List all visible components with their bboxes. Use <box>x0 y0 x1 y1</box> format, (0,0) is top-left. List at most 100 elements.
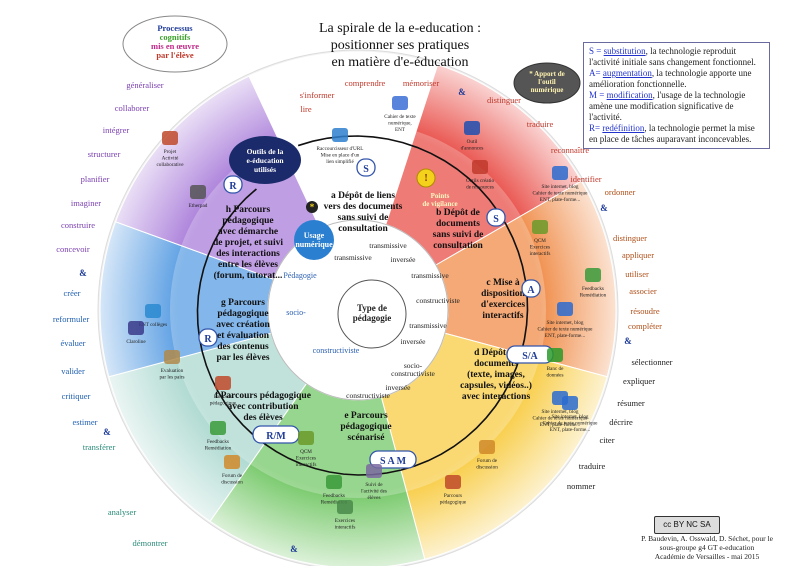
cognitive-verb: collaborer <box>115 103 150 113</box>
tool-caption: Forum de <box>222 473 243 479</box>
pedagogy-type-label: pédagogie <box>353 313 392 323</box>
tool-caption: Mise en place d'un <box>321 153 360 159</box>
ampersand: & <box>290 544 298 554</box>
digital-contribution-cloud <box>513 62 581 104</box>
pedagogy-word: transmissive <box>334 253 372 262</box>
cognitive-verb: utiliser <box>625 269 649 279</box>
pedagogy-word: inversée <box>401 337 427 346</box>
tools-bubble <box>229 136 301 184</box>
legend-term: modification <box>606 90 653 100</box>
sector-label: c Mise à <box>486 278 519 288</box>
samr-badge <box>521 279 541 298</box>
tool-icon <box>472 160 488 174</box>
tools-layer: Cahier de textenumérique,ENTRaccourcisse… <box>126 96 607 531</box>
legend-term: redéfinition <box>602 123 645 133</box>
legend-item: A= augmentation, la technologie apporte … <box>589 68 764 90</box>
tool-icon <box>164 350 180 364</box>
tool-caption: discussion <box>221 480 243 486</box>
sector-label: consultation <box>433 241 483 251</box>
sector-label: sans suivi de <box>338 213 389 223</box>
tool-caption: ENT, plate-forme... <box>540 196 580 203</box>
cognitive-verb: transférer <box>83 442 116 452</box>
sector-label: des interactions <box>216 249 280 259</box>
tool-caption: interactifs <box>530 250 551 257</box>
cognitive-verb: appliquer <box>622 250 654 260</box>
tool-icon <box>585 268 601 282</box>
cognitive-verb: concevoir <box>56 244 90 254</box>
vigilance-dot <box>416 168 436 188</box>
tool-caption: lien simplifié <box>326 158 354 165</box>
tool-caption: collaborative <box>156 162 184 168</box>
tool-icon <box>210 421 226 435</box>
sector-label: par les élèves <box>216 353 269 363</box>
samr-letter: S A M <box>380 456 407 467</box>
cognitive-verb: décrire <box>609 417 633 427</box>
vigilance-label: Points <box>431 192 450 200</box>
tool-caption: numérique, <box>388 121 411 127</box>
tool-caption: Evaluation <box>161 368 184 374</box>
ampersand: & <box>79 268 87 278</box>
sector-label: disposition <box>481 289 526 299</box>
tool-caption: ENT, plate-forme... <box>545 332 585 339</box>
tool-caption: ENT, plate-forme... <box>550 426 590 433</box>
sector-label: pédagogique <box>217 309 268 319</box>
tool-caption: Raccourcisseur d'URL <box>317 146 364 152</box>
sector-label: pédagogique <box>222 216 273 226</box>
title-line: positionner ses pratiques <box>330 38 470 53</box>
tool-caption: Exercices <box>530 245 550 251</box>
tool-icon <box>557 302 573 316</box>
sector-label: documents <box>436 219 480 229</box>
axis-label: constructiviste <box>313 346 360 355</box>
tool-icon <box>445 475 461 489</box>
cognitive-cloud-label: cognitifs <box>160 32 191 42</box>
legend-text: , la technologie apporte une amélioratio… <box>589 68 752 89</box>
tool-icon <box>224 455 240 469</box>
tool-caption: Site internet, blog <box>546 320 583 326</box>
sector-label: avec création <box>216 320 270 330</box>
tools-bubble-label: Outils de la <box>247 147 284 156</box>
tool-caption: Remédiation <box>321 500 348 506</box>
pedagogy-word: constructiviste <box>391 369 435 378</box>
sector-label: vers des documents <box>324 202 403 212</box>
vigilance-label: de vigilance <box>422 200 457 208</box>
sector-label: et évaluation <box>217 331 270 341</box>
cognitive-verb: nommer <box>567 481 595 491</box>
sector-label: avec interactions <box>462 392 531 402</box>
tool-caption: données <box>547 373 564 379</box>
samr-letter: R <box>229 181 237 192</box>
tool-caption: Exercices <box>335 518 355 524</box>
tool-caption: ENT collèges <box>139 322 167 328</box>
cognitive-verb: compléter <box>628 321 662 331</box>
sector-label: h Parcours <box>226 205 271 215</box>
tool-icon <box>326 475 342 489</box>
cognitive-verb: traduire <box>579 461 606 471</box>
tool-caption: Suivi de <box>365 482 383 488</box>
cognitive-verb: citer <box>599 435 614 445</box>
cognitive-verb: comprendre <box>345 78 386 88</box>
tool-caption: Etherpad <box>189 203 208 209</box>
sector-label: consultation <box>338 224 388 234</box>
tool-caption: Cahier de texte numérique <box>533 416 589 422</box>
tool-caption: Feedbacks <box>582 286 604 292</box>
cognitive-verb: analyser <box>108 507 136 517</box>
cognitive-verb: expliquer <box>623 376 655 386</box>
axis-label: Pédagogie <box>283 271 317 280</box>
cognitive-verb: reconnaître <box>551 145 589 155</box>
cognitive-verb: résumer <box>617 398 645 408</box>
pedagogy-word: transmissive <box>409 321 447 330</box>
ampersand: & <box>458 87 466 97</box>
cognitive-verb: critiquer <box>62 391 91 401</box>
legend-item: M = modification, l'usage de la technolo… <box>589 90 764 123</box>
sector-label: entre les élèves <box>218 260 278 270</box>
cognitive-verb: s'informer <box>300 90 335 100</box>
sector-label: des élèves <box>243 413 283 423</box>
tools-bubble-label: e-éducation <box>246 156 284 165</box>
legend-item: R= redéfinition, la technologie permet l… <box>589 123 764 145</box>
pedagogy-word: transmissive <box>369 241 407 250</box>
tool-caption: QCM <box>534 238 546 244</box>
tool-caption: Parcours <box>444 493 462 499</box>
cognitive-verb: construire <box>61 220 95 230</box>
cognitive-verb: ordonner <box>605 187 636 197</box>
diagram-title: La spirale de la e-education : positionn… <box>280 20 520 71</box>
tool-caption: Site internet, blog <box>541 184 578 190</box>
